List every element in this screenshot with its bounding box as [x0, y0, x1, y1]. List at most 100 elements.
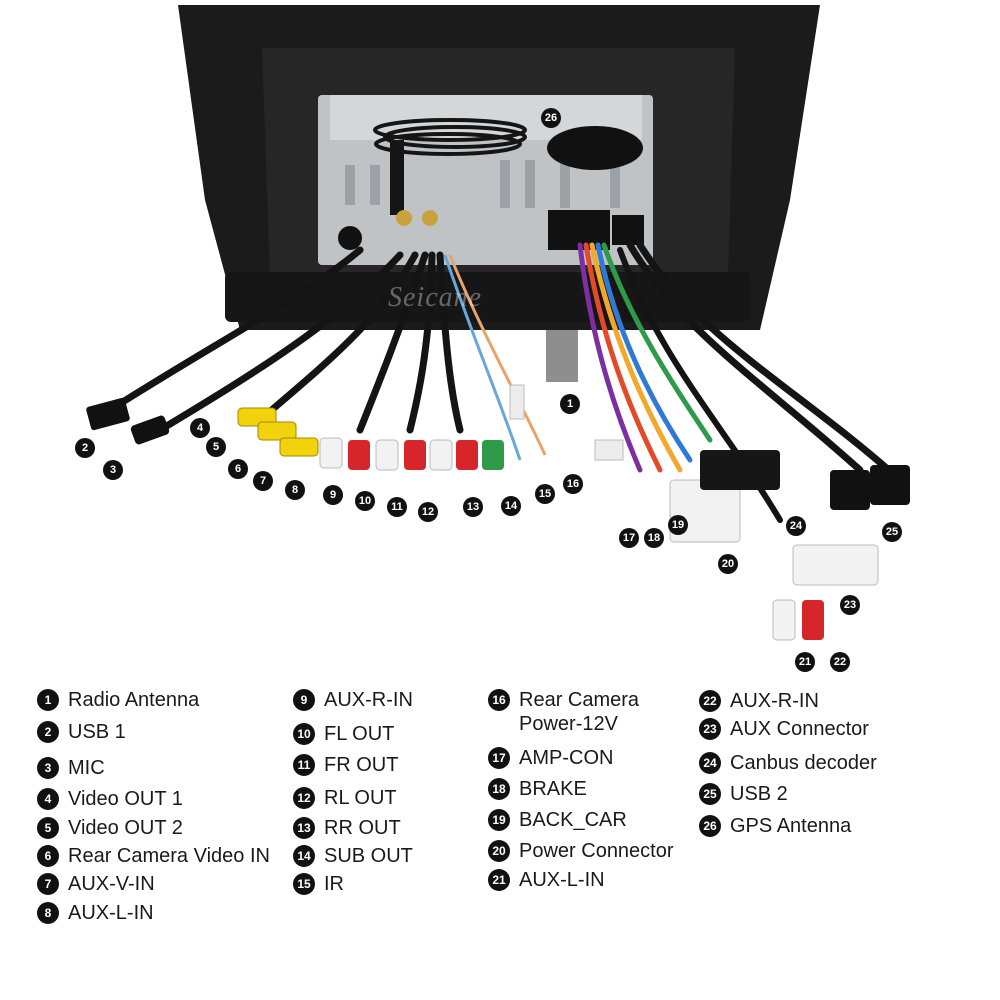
legend-label: USB 1	[68, 721, 126, 743]
legend-label: Rear Camera Video IN	[68, 845, 270, 867]
legend-number: 6	[37, 845, 59, 867]
legend-item: 5 Video OUT 2	[37, 816, 183, 840]
legend-label: Power Connector	[519, 840, 674, 862]
callout-marker-11: 11	[387, 497, 407, 517]
legend-label: MIC	[68, 757, 105, 779]
legend-number: 20	[488, 840, 510, 862]
legend-label: RR OUT	[324, 817, 401, 839]
legend-item: 11 FR OUT	[293, 753, 398, 777]
canbus-decoder	[700, 450, 780, 490]
legend-item: 24 Canbus decoder	[699, 751, 877, 775]
legend-item: 3 MIC	[37, 756, 105, 780]
legend-number: 23	[699, 718, 721, 740]
legend-number: 11	[293, 754, 315, 776]
callout-marker-12: 12	[418, 502, 438, 522]
radio-antenna-plug	[546, 330, 578, 382]
legend-number: 26	[699, 815, 721, 837]
legend-label: BACK_CAR	[519, 809, 627, 831]
legend-number: 8	[37, 902, 59, 924]
legend-label: AUX-L-IN	[68, 902, 154, 924]
legend-number: 24	[699, 752, 721, 774]
legend-item: 7 AUX-V-IN	[37, 872, 155, 896]
aux-l-rca	[772, 599, 796, 641]
legend-number: 13	[293, 817, 315, 839]
product-photo	[86, 5, 910, 641]
callout-marker-9: 9	[323, 485, 343, 505]
legend-number: 1	[37, 689, 59, 711]
legend-label: Video OUT 2	[68, 817, 183, 839]
legend-number: 10	[293, 723, 315, 745]
legend-label: USB 2	[730, 783, 788, 805]
legend-number: 7	[37, 873, 59, 895]
callout-marker-8: 8	[285, 480, 305, 500]
legend-number: 22	[699, 690, 721, 712]
legend-label: FR OUT	[324, 754, 399, 776]
legend-item: 22 AUX-R-IN	[699, 689, 819, 713]
legend-number: 2	[37, 721, 59, 743]
thin-orange-wire	[448, 254, 547, 456]
legend-number: 5	[37, 817, 59, 839]
callout-marker-13: 13	[463, 497, 483, 517]
legend-number: 14	[293, 845, 315, 867]
callout-marker-10: 10	[355, 491, 375, 511]
legend-item: 13 RR OUT	[293, 816, 401, 840]
mic-plug	[130, 415, 170, 445]
callout-marker-17: 17	[619, 528, 639, 548]
callout-marker-26: 26	[541, 108, 561, 128]
callout-marker-15: 15	[535, 484, 555, 504]
aux-r-rca	[802, 600, 824, 640]
radio-antenna-jack	[338, 226, 362, 250]
callout-marker-5: 5	[206, 437, 226, 457]
legend-item: 21 AUX-L-IN	[488, 868, 605, 892]
legend-number: 21	[488, 869, 510, 891]
chassis-vents	[345, 160, 620, 208]
legend-item: 20 Power Connector	[488, 839, 674, 863]
legend-item: 4 Video OUT 1	[37, 787, 183, 811]
callout-marker-16: 16	[563, 474, 583, 494]
callout-marker-21: 21	[795, 652, 815, 672]
legend-number: 12	[293, 787, 315, 809]
callout-marker-14: 14	[501, 496, 521, 516]
legend-number: 9	[293, 689, 315, 711]
callout-marker-20: 20	[718, 554, 738, 574]
legend-label: IR	[324, 873, 344, 895]
usb1-plug	[86, 397, 130, 431]
legend-number: 17	[488, 747, 510, 769]
coiled-cable	[373, 118, 527, 156]
usb2-plug	[830, 470, 870, 510]
rca-row	[319, 437, 504, 471]
callout-marker-6: 6	[228, 459, 248, 479]
legend-label: Video OUT 1	[68, 788, 183, 810]
legend-number: 18	[488, 778, 510, 800]
callout-marker-3: 3	[103, 460, 123, 480]
gps-puck	[547, 126, 643, 170]
callout-marker-19: 19	[668, 515, 688, 535]
callout-marker-22: 22	[830, 652, 850, 672]
legend-label: AUX-L-IN	[519, 869, 605, 891]
thin-blue-wire	[443, 254, 522, 461]
cable-bundle-left	[106, 246, 464, 434]
aux-connector	[792, 544, 879, 586]
legend-item: 8 AUX-L-IN	[37, 901, 154, 925]
legend-label: AUX-V-IN	[68, 873, 155, 895]
legend-number: 3	[37, 757, 59, 779]
callout-marker-24: 24	[786, 516, 806, 536]
legend-label: AUX Connector	[730, 718, 869, 740]
legend-label: Radio Antenna	[68, 689, 200, 711]
legend-number: 15	[293, 873, 315, 895]
legend-item: 2 USB 1	[37, 720, 126, 744]
legend-number: 4	[37, 788, 59, 810]
legend-label: Canbus decoder	[730, 752, 877, 774]
legend-label: AUX-R-IN	[730, 690, 819, 712]
legend-item: 6 Rear Camera Video IN	[37, 844, 270, 868]
legend-item: 1 Radio Antenna	[37, 688, 199, 712]
